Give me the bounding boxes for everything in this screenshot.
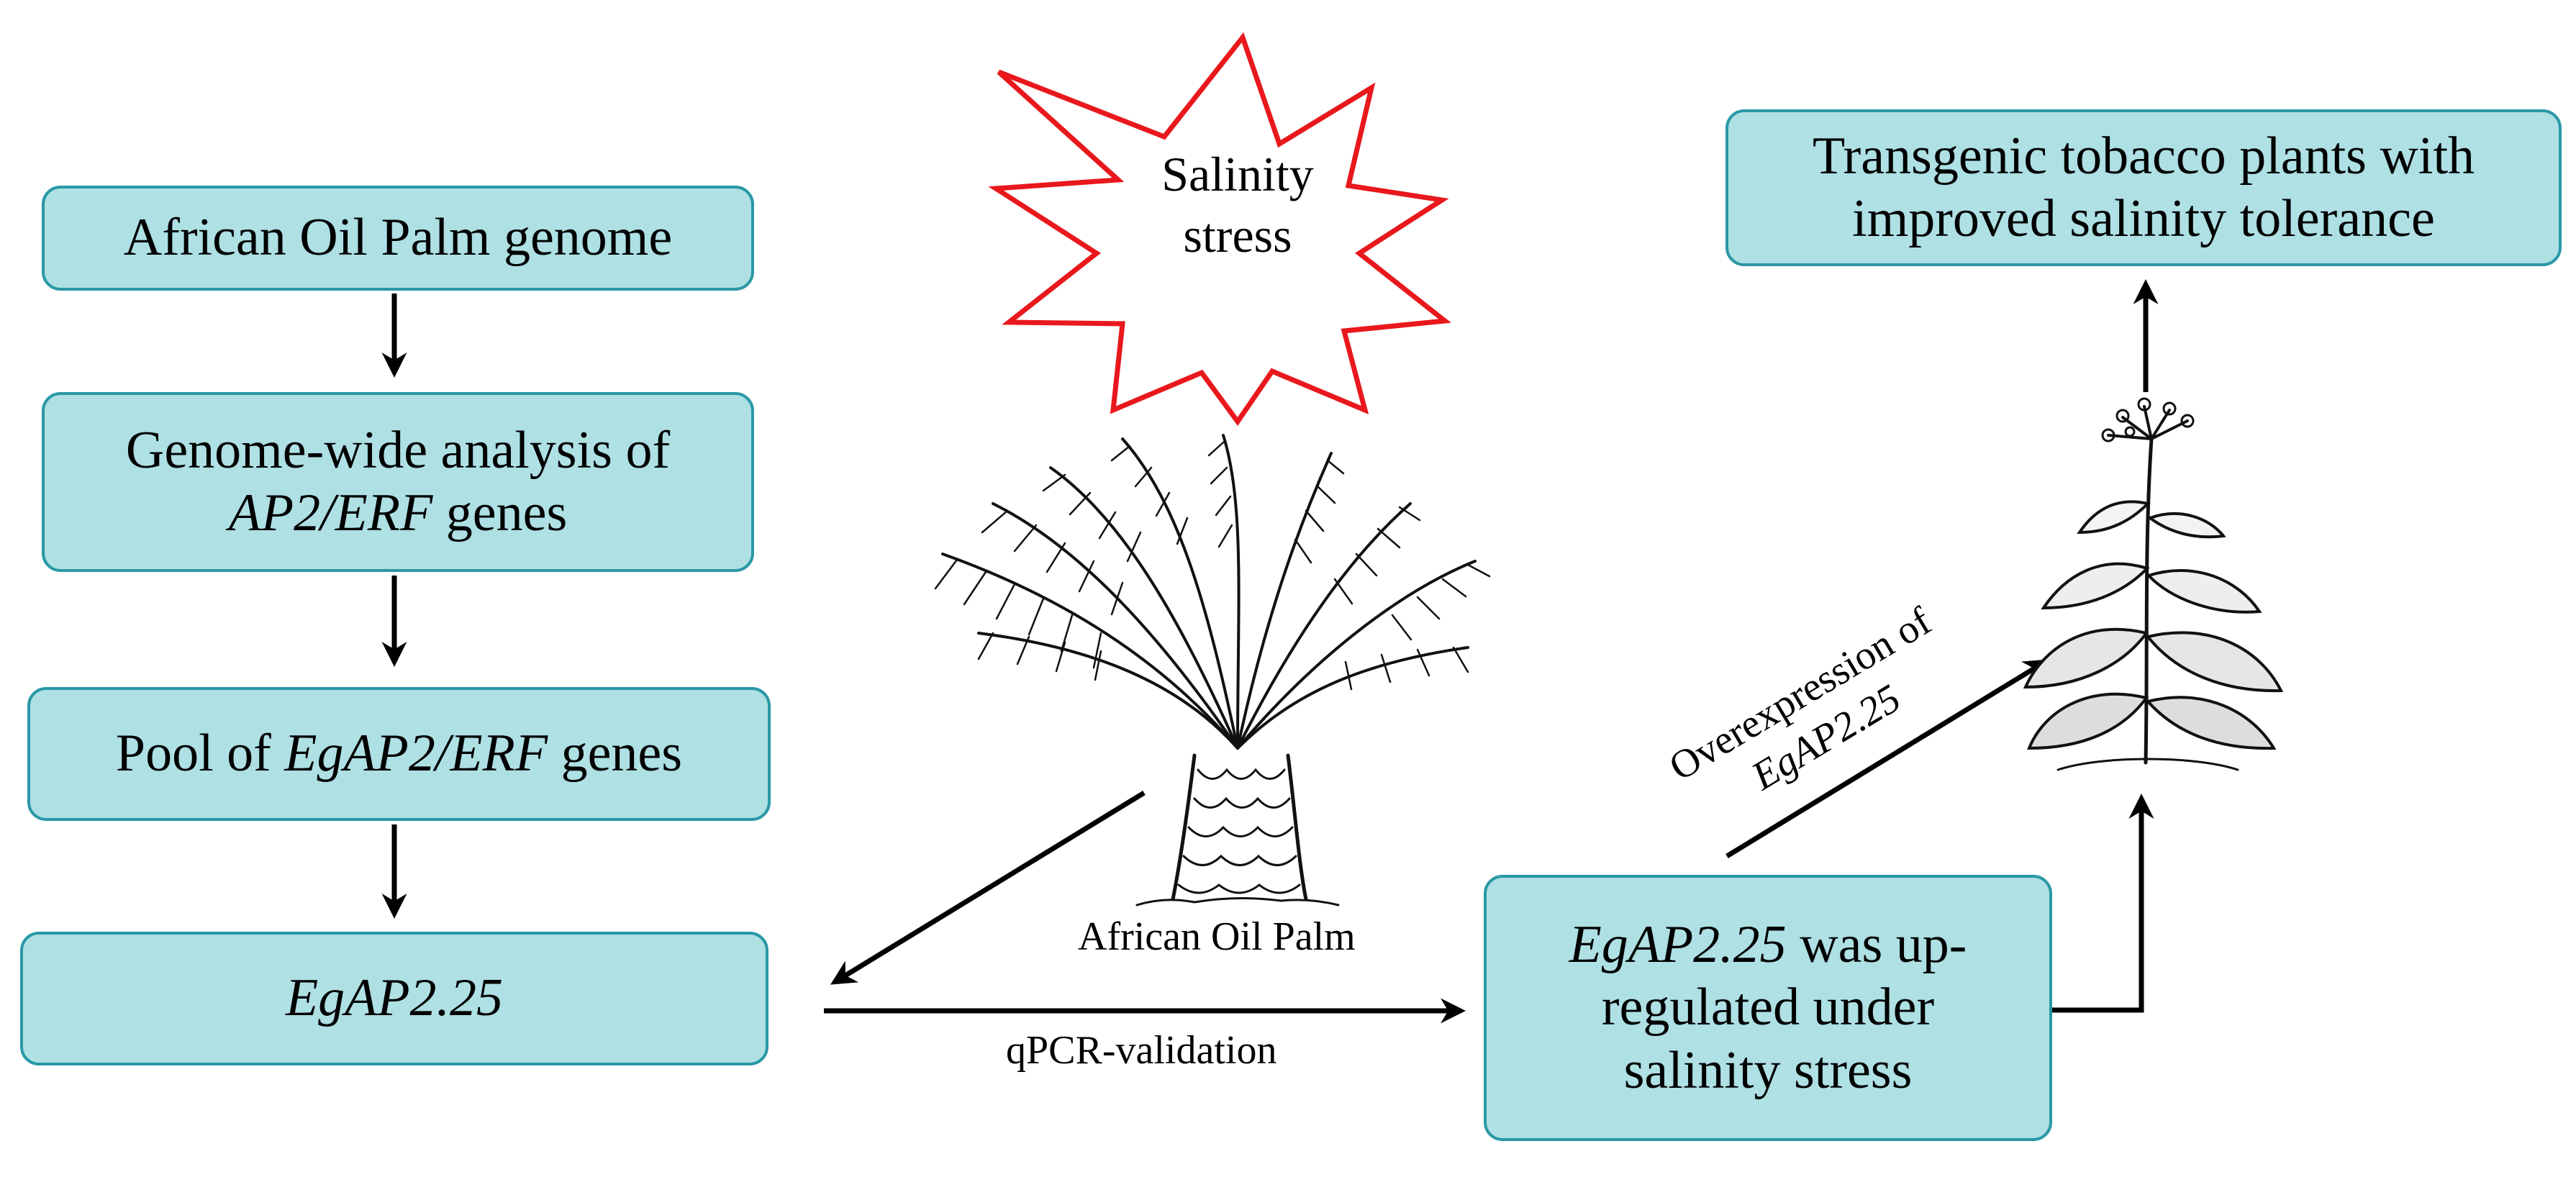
oil-palm-illustration <box>934 434 1491 906</box>
stress-line-1: Salinity <box>1161 147 1314 201</box>
tobacco-plant-illustration <box>2023 397 2284 771</box>
box-upregulated: EgAP2.25 was up- regulated under salinit… <box>1484 875 2052 1141</box>
pool-prefix: Pool of <box>115 724 285 783</box>
palm-label: African Oil Palm <box>1078 914 1356 959</box>
qpcr-label: qPCR-validation <box>1006 1028 1277 1073</box>
box-african-oil-palm-genome: African Oil Palm genome <box>42 186 754 291</box>
box-pool-of-genes: Pool of EgAP2/ERF genes <box>27 687 771 821</box>
salinity-stress-burst <box>988 32 1451 427</box>
box-genome-text: African Oil Palm genome <box>123 208 673 268</box>
upreg-line-1-rest: was up- <box>1786 915 1967 975</box>
pool-text: Pool of EgAP2/ERF genes <box>116 722 682 785</box>
upreg-gene-name: EgAP2.25 <box>1569 915 1787 975</box>
stress-line-2: stress <box>1183 208 1292 263</box>
pool-suffix: genes <box>548 724 683 783</box>
arrow-upregulated-to-tobacco <box>2051 794 2154 1013</box>
gene-name: EgAP2.25 <box>285 968 504 1028</box>
analysis-line-2: AP2/ERF genes <box>126 482 670 545</box>
salinity-stress-label: Salinity stress <box>1094 144 1382 266</box>
box-egap2-25: EgAP2.25 <box>20 932 768 1065</box>
analysis-line-2-rest: genes <box>432 483 568 542</box>
analysis-line-1: Genome-wide analysis of <box>125 420 671 480</box>
box-genome-wide-analysis: Genome-wide analysis of AP2/ERF genes <box>42 392 754 572</box>
pool-gene-family: EgAP2/ERF <box>284 724 548 783</box>
arrow-palm-to-gene <box>830 791 1146 985</box>
upreg-line-2: regulated under <box>1601 978 1935 1037</box>
upreg-line-3: salinity stress <box>1623 1040 1913 1100</box>
upreg-line-1: EgAP2.25 was up- <box>1569 914 1967 976</box>
arrow-overexpression <box>1725 659 2049 858</box>
box-transgenic-tobacco: Transgenic tobacco plants with improved … <box>1725 109 2562 266</box>
result-line-2: improved salinity tolerance <box>1852 189 2435 248</box>
analysis-gene-family: AP2/ERF <box>228 483 433 542</box>
result-line-1: Transgenic tobacco plants with <box>1812 126 2475 186</box>
